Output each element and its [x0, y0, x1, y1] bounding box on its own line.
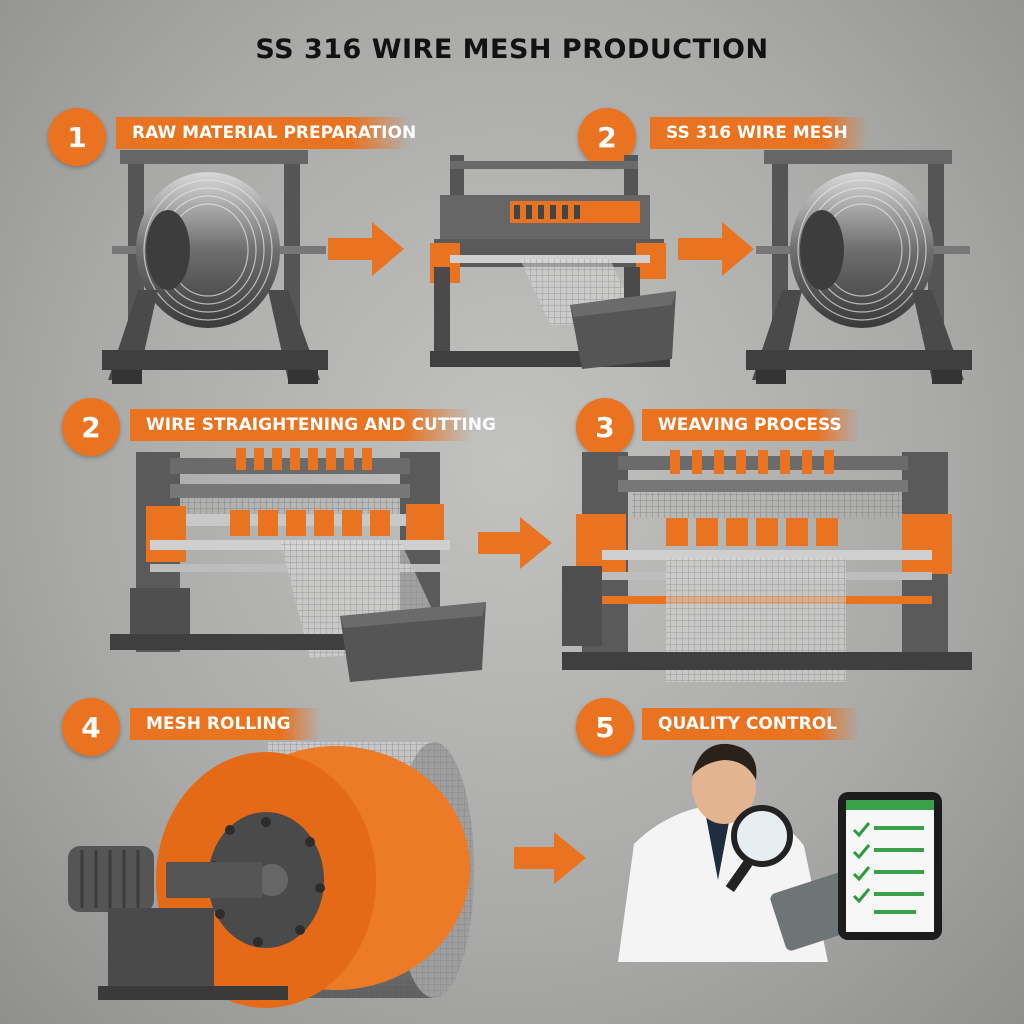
step-1-label: RAW MATERIAL PREPARATION	[116, 117, 416, 149]
arrow-right-icon	[514, 832, 586, 884]
quality-control-inspector-illustration	[618, 743, 942, 962]
step-2b-badge: 2	[62, 398, 120, 456]
step-4-label: MESH ROLLING	[130, 708, 320, 740]
step-4-badge: 4	[62, 698, 120, 756]
step-5-badge: 5	[576, 698, 634, 756]
step-3-badge: 3	[576, 398, 634, 456]
wire-coil-stand-illustration	[746, 150, 972, 384]
mesh-cutting-machine-illustration	[430, 155, 676, 369]
straightening-cutting-machine-illustration	[110, 448, 486, 682]
step-5-label: QUALITY CONTROL	[642, 708, 860, 740]
step-1-badge: 1	[48, 108, 106, 166]
page-title: SS 316 WIRE MESH PRODUCTION	[255, 34, 769, 65]
step-2a-badge: 2	[578, 108, 636, 166]
arrow-right-icon	[678, 222, 754, 276]
arrow-right-icon	[328, 222, 404, 276]
mesh-rolling-drum-illustration	[68, 742, 474, 1008]
step-3-label: WEAVING PROCESS	[642, 409, 860, 441]
step-2a-label: SS 316 WIRE MESH	[650, 117, 868, 149]
wire-coil-stand-illustration	[102, 150, 328, 384]
weaving-machine-illustration	[562, 450, 972, 682]
step-2b-label: WIRE STRAIGHTENING AND CUTTING	[130, 409, 496, 441]
arrow-right-icon	[478, 517, 552, 569]
